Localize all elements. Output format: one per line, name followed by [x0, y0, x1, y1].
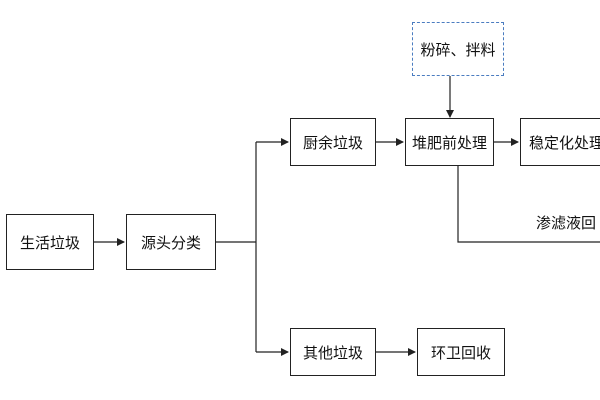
- node-crushing-mixing: 粉碎、拌料: [412, 22, 504, 76]
- node-crushing-mixing-label: 粉碎、拌料: [420, 40, 496, 59]
- node-sanitation-recycling-label: 环卫回收: [430, 343, 491, 362]
- node-composting-pretreatment: 堆肥前处理: [405, 118, 494, 166]
- line-leachate-return: [457, 166, 600, 243]
- leachate-return-label: 渗滤液回: [536, 214, 597, 232]
- node-source-sorting-label: 源头分类: [140, 233, 201, 252]
- node-kitchen-waste: 厨余垃圾: [290, 118, 376, 166]
- node-stabilization: 稳定化处理: [520, 118, 600, 166]
- node-household-waste-label: 生活垃圾: [19, 233, 80, 252]
- node-source-sorting: 源头分类: [126, 214, 216, 270]
- node-other-waste-label: 其他垃圾: [302, 343, 363, 362]
- node-stabilization-label: 稳定化处理: [529, 133, 600, 152]
- node-sanitation-recycling: 环卫回收: [417, 328, 505, 376]
- node-composting-pretreatment-label: 堆肥前处理: [411, 133, 487, 152]
- node-household-waste: 生活垃圾: [6, 214, 94, 270]
- node-other-waste: 其他垃圾: [290, 328, 376, 376]
- node-kitchen-waste-label: 厨余垃圾: [302, 133, 363, 152]
